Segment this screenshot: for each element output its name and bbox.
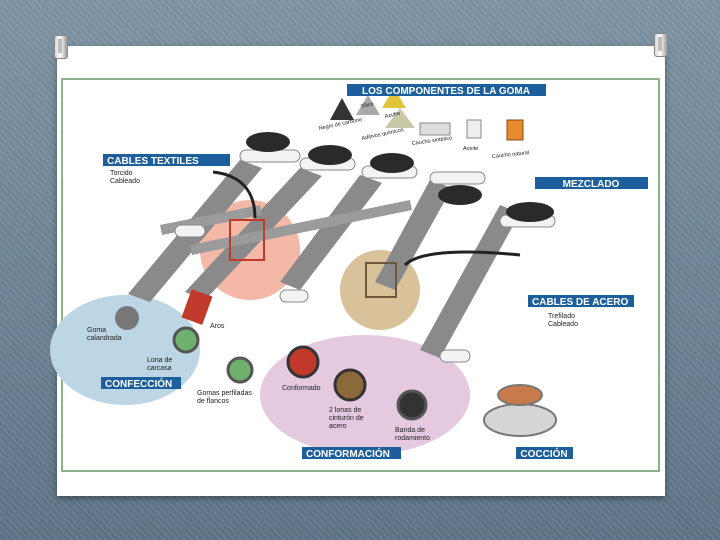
- lonas-label: cinturón de: [329, 415, 364, 422]
- ingredient-label: Azufre: [384, 111, 401, 120]
- textiles-title-box: [103, 154, 230, 166]
- textiles-item: Torcido: [110, 170, 133, 177]
- banda-label: Banda de: [395, 427, 425, 434]
- acero-item: Trefilado: [548, 313, 575, 320]
- gomas-label: de flancos: [197, 398, 229, 405]
- acero-item: Cableado: [548, 321, 578, 328]
- ingredient-label: Aditivos químicos: [361, 127, 404, 142]
- coccion-label: COCCIÓN: [520, 447, 567, 460]
- acero-title-box: [528, 295, 634, 307]
- confeccion-title: CONFECCIÓN: [105, 377, 172, 390]
- gomas-label: Gomas perfiladas: [197, 390, 252, 397]
- process-labels: Torcido Cableado Trefilado Cableado Goma…: [87, 170, 578, 442]
- lona-label: Lona de: [147, 357, 172, 364]
- conformacion-title-box: [302, 447, 401, 459]
- right-pin-icon: [654, 33, 668, 57]
- ingredient-label: Aceite: [463, 146, 478, 152]
- left-pin-icon: [54, 35, 68, 59]
- textiles-title: CABLES TEXTILES: [107, 156, 199, 167]
- steel-machine: [365, 262, 397, 298]
- coccion-box: [516, 447, 573, 459]
- mezclado-label: MEZCLADO: [563, 179, 620, 190]
- conformacion-title: CONFORMACIÓN: [306, 447, 390, 460]
- rubber-piles: [246, 132, 554, 222]
- ingredients-icons: [330, 88, 524, 141]
- lona-label: carcasa: [147, 365, 172, 372]
- textiles-item: Cableado: [110, 178, 140, 185]
- goma-label: Goma: [87, 327, 106, 334]
- header-title: LOS COMPONENTES DE LA GOMA: [362, 86, 530, 97]
- conformado-label: Conformado: [282, 385, 321, 392]
- confeccion-title-box: [101, 377, 181, 389]
- banda-label: rodamiento: [395, 435, 430, 442]
- header-title-box: [347, 84, 546, 96]
- lonas-label: acero: [329, 423, 347, 430]
- ingredient-label: Caucho sintético: [411, 135, 452, 147]
- textile-loom: [229, 219, 265, 261]
- goma-label: calandrada: [87, 335, 122, 342]
- process-arrows: [212, 170, 521, 267]
- acero-title: CABLES DE ACERO: [532, 297, 629, 308]
- ingredient-label: Caucho natural: [492, 150, 530, 160]
- ingredient-label: Silice: [360, 101, 374, 110]
- aros-label: Aros: [210, 323, 225, 330]
- belt-rollers: [174, 149, 556, 363]
- mezclado-box: [535, 177, 648, 189]
- lonas-label: 2 lonas de: [329, 407, 361, 414]
- process-drums: [115, 289, 557, 437]
